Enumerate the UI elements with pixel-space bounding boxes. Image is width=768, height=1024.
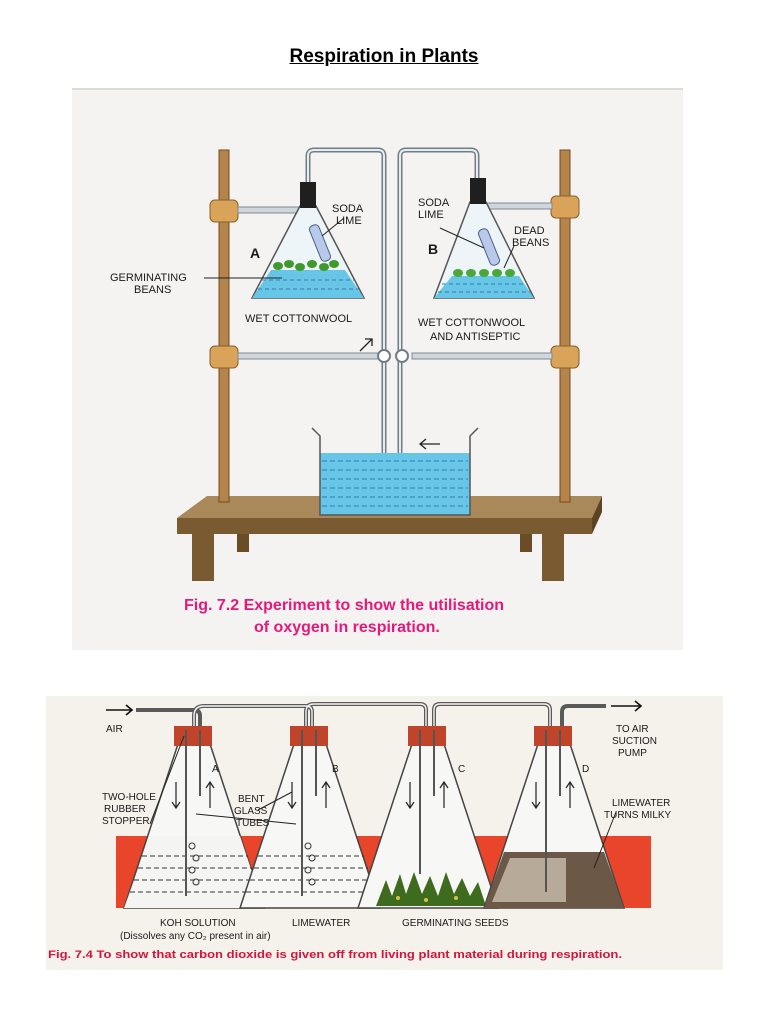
label-two-hole-rubber-stopper: TWO-HOLE RUBBER STOPPER <box>102 792 159 827</box>
figure2-caption: Fig. 7.4 To show that carbon dioxide is … <box>48 949 622 961</box>
label-flask-d: D <box>582 764 589 775</box>
label-flask-b: B <box>428 241 438 257</box>
figure1-caption-line1: Fig. 7.2 Experiment to show the utilisat… <box>184 597 504 614</box>
retort-stand-right <box>550 149 580 503</box>
beaker-of-water <box>311 427 479 516</box>
label-limewater: LIMEWATER <box>292 918 350 929</box>
flask-a <box>250 182 366 299</box>
flask-d-milky-limewater <box>482 726 626 909</box>
flask-b <box>432 178 536 299</box>
label-limewater-turns-milky: LIMEWATER TURNS MILKY <box>604 798 673 821</box>
label-flask-b: B <box>332 764 339 775</box>
label-koh-note: (Dissolves any CO₂ present in air) <box>120 931 271 942</box>
figure-carbon-dioxide-experiment: AIR TO AIR SUCTION PUMP A B C D TWO-HOLE… <box>46 696 723 970</box>
label-germinating-seeds: GERMINATING SEEDS <box>402 918 509 929</box>
label-bent-glass-tubes: BENT GLASS TUBES <box>234 794 270 829</box>
label-to-air-suction-pump: TO AIR SUCTION PUMP <box>612 724 660 759</box>
retort-stand-left <box>209 149 239 503</box>
figure1-caption-line2: of oxygen in respiration. <box>254 619 440 636</box>
label-air: AIR <box>106 724 123 735</box>
label-koh-solution: KOH SOLUTION <box>160 918 236 929</box>
label-wet-cottonwool: WET COTTONWOOL <box>245 313 352 325</box>
label-flask-a: A <box>250 245 260 261</box>
label-flask-c: C <box>458 764 465 775</box>
label-flask-a: A <box>212 764 219 775</box>
page-title: Respiration in Plants <box>289 46 479 67</box>
flask-c-germinating-seeds <box>356 726 500 909</box>
